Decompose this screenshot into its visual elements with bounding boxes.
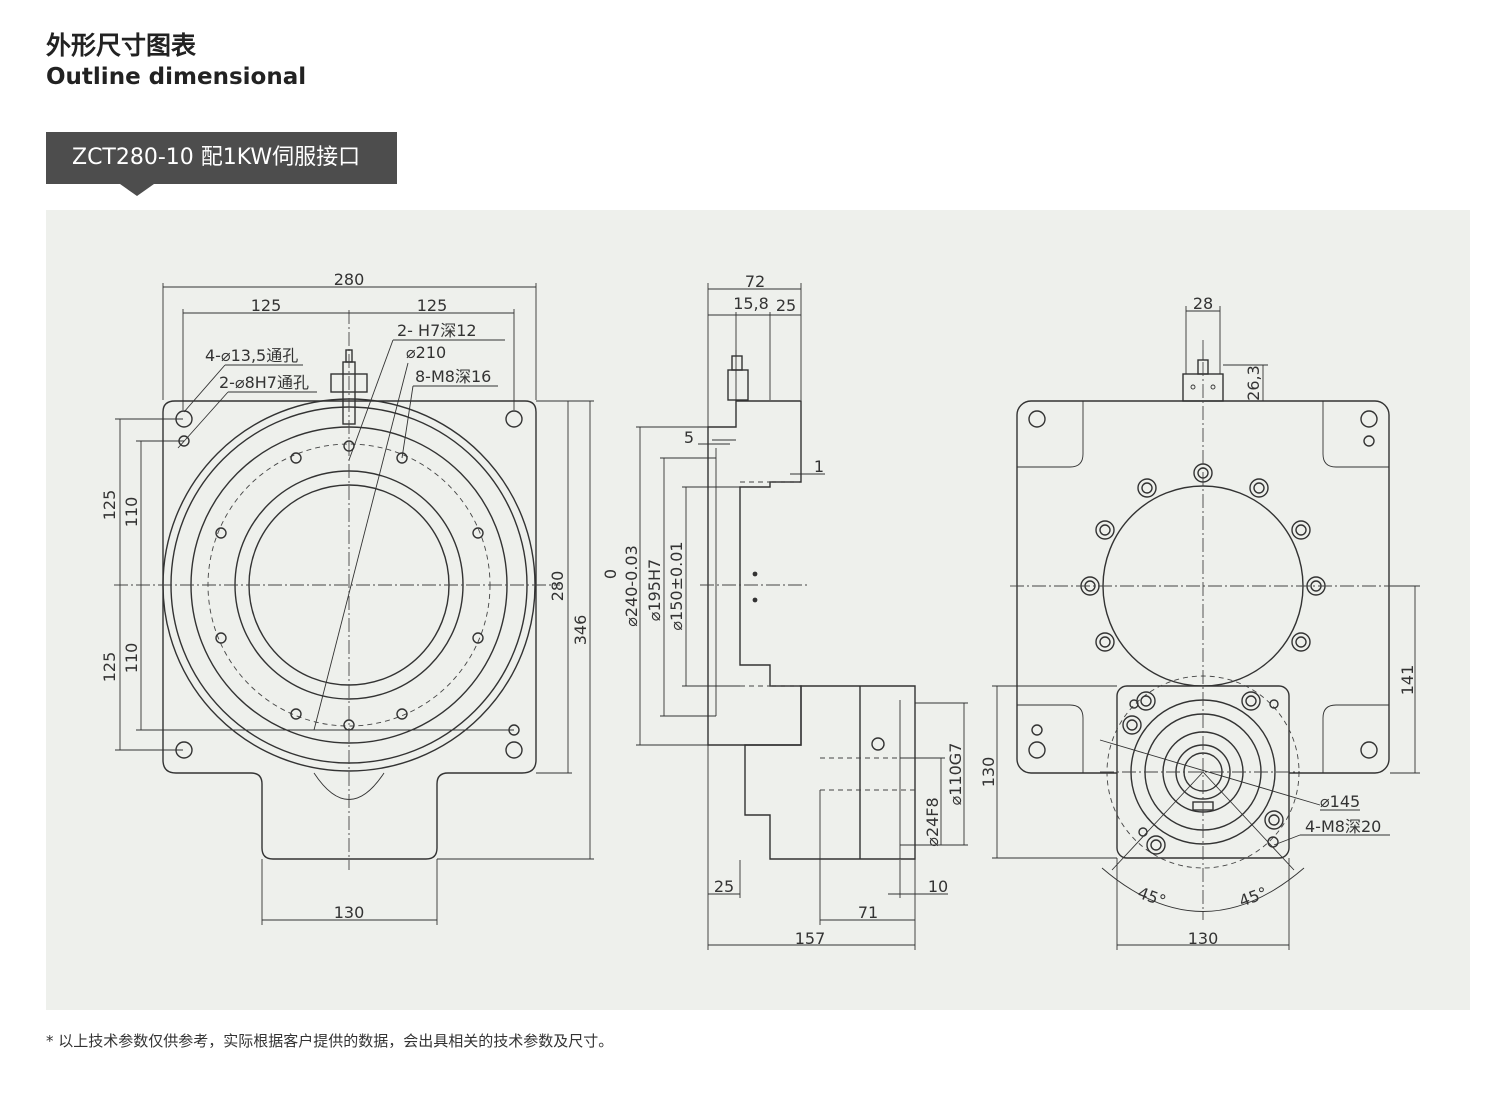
drawing-panel: 280 125 125 2- H7深12 4-⌀13,5通孔 ⌀210 2-⌀8…	[46, 210, 1470, 1010]
dim-side-5: 5	[684, 428, 694, 447]
dim-side-1: 1	[814, 457, 824, 476]
dim-side-bottom-10: 10	[928, 877, 948, 896]
dim-front-left-125-top: 125	[100, 490, 119, 521]
dim-side-d150: ⌀150±0.01	[667, 541, 686, 630]
outline-drawing: 280 125 125 2- H7深12 4-⌀13,5通孔 ⌀210 2-⌀8…	[100, 270, 1420, 950]
label-front-2-h7: 2- H7深12	[397, 321, 477, 340]
dim-rear-141: 141	[1398, 665, 1417, 696]
dim-front-280: 280	[334, 270, 365, 289]
dim-side-25: 25	[776, 296, 796, 315]
front-view	[114, 283, 594, 925]
page-title-en: Outline dimensional	[46, 64, 307, 90]
dim-side-15-8: 15,8	[733, 294, 769, 313]
dim-front-bottom-130: 130	[334, 903, 365, 922]
label-front-8-m8: 8-M8深16	[415, 367, 491, 386]
dim-rear-bottom-130: 130	[1188, 929, 1219, 948]
dim-front-right-280: 280	[548, 571, 567, 602]
dim-side-0: 0	[601, 569, 620, 579]
dim-front-left-125-bottom: 125	[100, 652, 119, 683]
label-rear-angle-left: 45°	[1135, 883, 1168, 911]
dim-side-72: 72	[745, 272, 765, 291]
label-rear-d145: ⌀145	[1320, 792, 1360, 811]
dim-rear-left-130: 130	[979, 757, 998, 788]
dim-front-right-346: 346	[571, 615, 590, 646]
page-title-cn: 外形尺寸图表	[46, 31, 197, 60]
dim-side-bottom-157: 157	[795, 929, 826, 948]
dim-front-125-left: 125	[251, 296, 282, 315]
dim-rear-28: 28	[1193, 294, 1213, 313]
footnote: * 以上技术参数仅供参考，实际根据客户提供的数据，会出具相关的技术参数及尺寸。	[46, 1032, 614, 1050]
dim-side-d110: ⌀110G7	[946, 743, 965, 806]
dim-side-d195: ⌀195H7	[645, 559, 664, 621]
dim-side-d24: ⌀24F8	[923, 797, 942, 846]
rear-view	[992, 306, 1420, 950]
dim-front-left-110-bottom: 110	[122, 643, 141, 674]
dim-front-125-right: 125	[417, 296, 448, 315]
dim-side-bottom-25: 25	[714, 877, 734, 896]
label-rear-angle-right: 45°	[1237, 883, 1270, 911]
label-rear-4-m8: 4-M8深20	[1305, 817, 1381, 836]
model-tab-pointer	[120, 184, 154, 196]
side-view	[636, 283, 968, 950]
label-front-4-hole: 4-⌀13,5通孔	[205, 346, 298, 365]
dim-front-left-110-top: 110	[122, 497, 141, 528]
dim-side-d240: ⌀240-0.03	[622, 545, 641, 627]
dim-rear-26-3: 26,3	[1244, 365, 1263, 401]
label-front-pitch-210: ⌀210	[406, 343, 446, 362]
dim-side-bottom-71: 71	[858, 903, 878, 922]
label-front-2-8h7: 2-⌀8H7通孔	[219, 373, 309, 392]
model-tab[interactable]: ZCT280-10 配1KW伺服接口	[46, 132, 397, 184]
